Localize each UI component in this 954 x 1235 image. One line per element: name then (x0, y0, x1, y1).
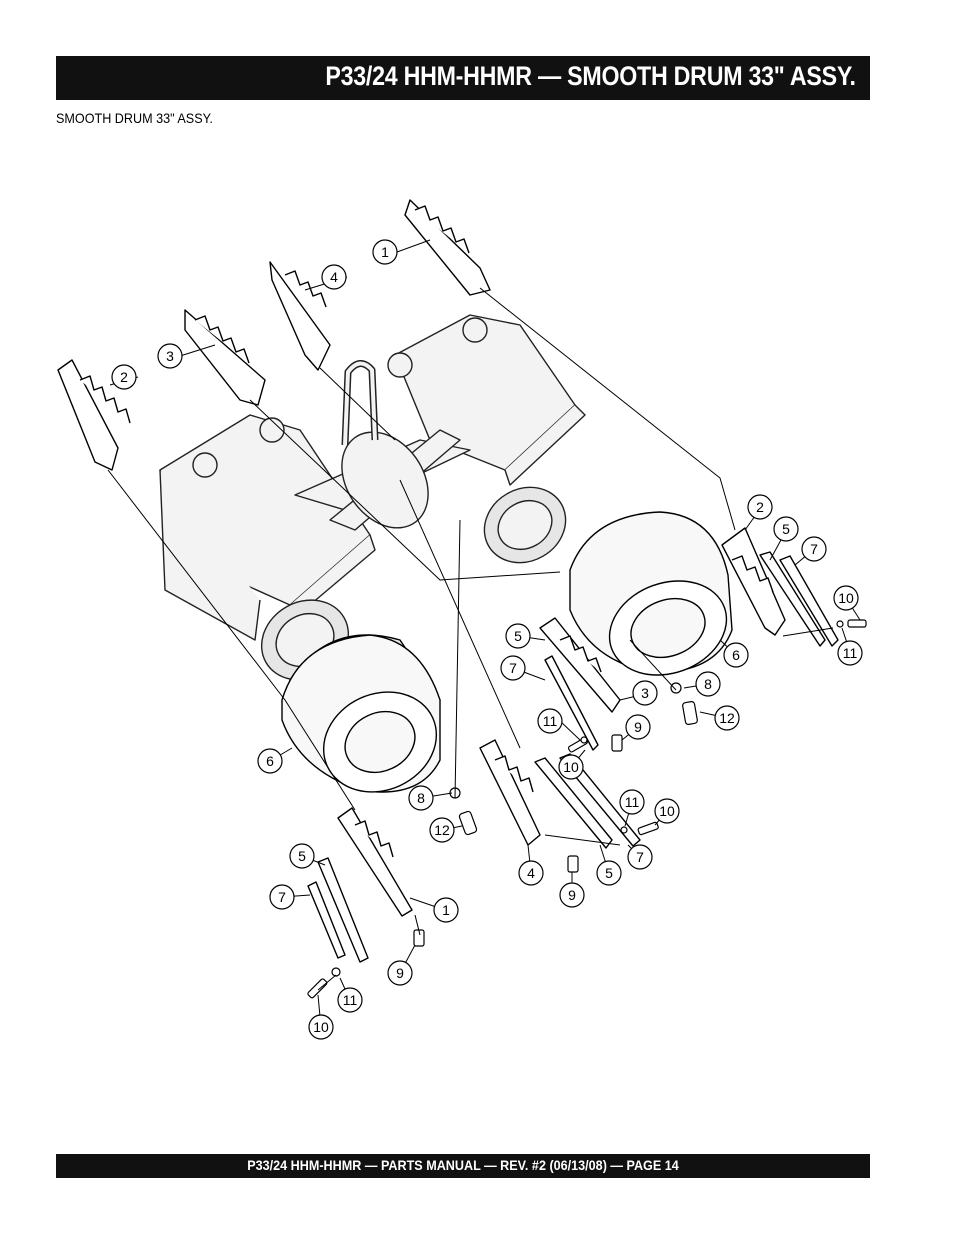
callout-label: 12 (719, 710, 735, 726)
scraper-bottom-left (307, 807, 413, 963)
scraper-top-mid (269, 261, 331, 371)
callout-label: 6 (732, 647, 740, 663)
callout-label: 11 (543, 713, 558, 729)
page-footer-bar: P33/24 HHM-HHMR — PARTS MANUAL — REV. #2… (56, 1154, 870, 1178)
page-title-bar: P33/24 HHM-HHMR — SMOOTH DRUM 33" ASSY. (56, 56, 870, 100)
callout-label: 4 (330, 269, 338, 285)
callout-label: 11 (343, 992, 358, 1008)
hardware-bolts (307, 619, 867, 999)
scraper-top-right (404, 199, 491, 296)
callout-label: 3 (641, 685, 649, 701)
callout-label: 8 (417, 790, 425, 806)
callout-label: 10 (659, 803, 675, 819)
assembly-lines (107, 287, 834, 991)
callout-label: 10 (838, 590, 854, 606)
callout-labels: 1 4 3 2 2 5 7 10 11 6 8 12 5 7 3 11 9 10… (120, 244, 857, 1035)
callout-label: 2 (120, 369, 128, 385)
callout-label: 12 (434, 822, 450, 838)
callout-label: 5 (514, 628, 522, 644)
callout-label: 7 (509, 660, 517, 676)
smooth-drum-right (569, 511, 733, 676)
callout-label: 1 (442, 902, 450, 918)
callout-label: 7 (810, 541, 818, 557)
callout-label: 11 (843, 645, 858, 661)
callout-label: 10 (563, 759, 579, 775)
callout-label: 9 (396, 965, 404, 981)
smooth-drum-left (281, 634, 441, 793)
callout-label: 4 (527, 865, 535, 881)
callout-label: 8 (704, 676, 712, 692)
scraper-left-mid (184, 309, 266, 406)
callout-bubbles (111, 239, 863, 1040)
page-title: P33/24 HHM-HHMR — SMOOTH DRUM 33" ASSY. (325, 61, 857, 91)
page-footer: P33/24 HHM-HHMR — PARTS MANUAL — REV. #2… (247, 1157, 679, 1173)
scraper-right-lower (721, 527, 839, 647)
callout-label: 5 (782, 521, 790, 537)
callout-label: 11 (625, 794, 640, 810)
diagram-caption: SMOOTH DRUM 33" ASSY. (56, 110, 213, 126)
callout-label: 1 (381, 244, 389, 260)
scraper-far-left (57, 359, 131, 471)
callout-label: 6 (266, 753, 274, 769)
callout-label: 7 (278, 889, 286, 905)
callout-label: 3 (166, 348, 174, 364)
callout-label: 7 (636, 849, 644, 865)
callout-label: 2 (756, 499, 764, 515)
callout-label: 10 (313, 1019, 329, 1035)
roller-frame (159, 314, 586, 681)
scraper-center-lower (479, 617, 641, 849)
callout-label: 9 (568, 887, 576, 903)
callout-label: 5 (298, 848, 306, 864)
callout-label: 5 (605, 865, 613, 881)
callout-label: 9 (634, 719, 642, 735)
